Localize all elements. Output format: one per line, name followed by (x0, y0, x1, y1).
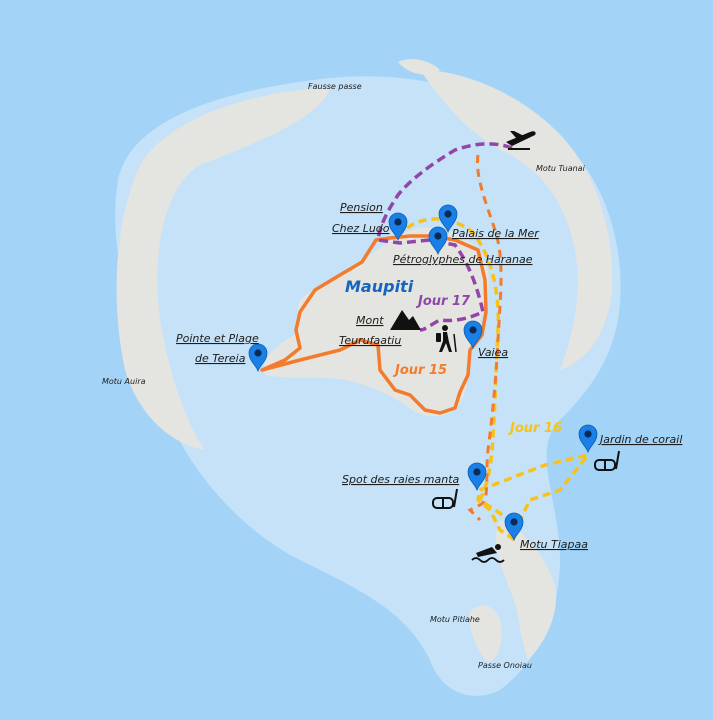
label-motu-auira: Motu Auira (102, 377, 146, 386)
swimmer-icon (471, 544, 505, 563)
label-raies[interactable]: Spot des raies manta (342, 473, 460, 486)
hiker-icon (436, 325, 457, 353)
airplane-icon (506, 131, 536, 150)
label-motu-tuanai: Motu Tuanai (536, 164, 586, 173)
motu-tiapaa (495, 520, 557, 660)
route-label-jour17: Jour 17 (415, 294, 471, 309)
label-pension[interactable]: Pension (340, 201, 383, 214)
maupiti-island (264, 227, 489, 417)
label-jardin[interactable]: Jardin de corail (598, 433, 682, 446)
label-motu-pitiahe: Motu Pitiahe (430, 615, 480, 624)
label-vaiea[interactable]: Vaiea (478, 346, 508, 359)
snorkel-mask-icon (432, 488, 458, 509)
label-pension-2[interactable]: Chez Ludo (332, 222, 390, 235)
label-tiapaa[interactable]: Motu Tiapaa (520, 538, 588, 551)
label-passe-onoiau: Passe Onoiau (478, 661, 532, 670)
label-petroglyphes[interactable]: Pétroglyphes de Haranae (393, 253, 533, 266)
route-label-jour15: Jour 15 (392, 363, 447, 378)
snorkel-mask-icon (594, 450, 620, 471)
mountain-icon (390, 310, 421, 330)
route-jour15 (260, 234, 488, 415)
label-palais[interactable]: Palais de la Mer (452, 227, 540, 240)
label-pointe-2[interactable]: de Tereia (195, 352, 246, 365)
island-title: Maupiti (345, 277, 414, 296)
motu-auira (116, 88, 330, 450)
label-mont[interactable]: Mont (356, 314, 384, 327)
motu-pitiahe (469, 605, 502, 662)
label-fausse-passe: Fausse passe (308, 82, 362, 91)
route-label-jour16: Jour 16 (507, 421, 562, 436)
motu-tuanai (420, 70, 613, 370)
label-mont-2[interactable]: Teurufaatiu (339, 334, 401, 347)
route-jour17 (376, 142, 513, 332)
fausse-passe-islet (398, 59, 440, 75)
route-jour16-airport-leg (467, 154, 503, 522)
label-pointe[interactable]: Pointe et Plage (176, 332, 259, 345)
